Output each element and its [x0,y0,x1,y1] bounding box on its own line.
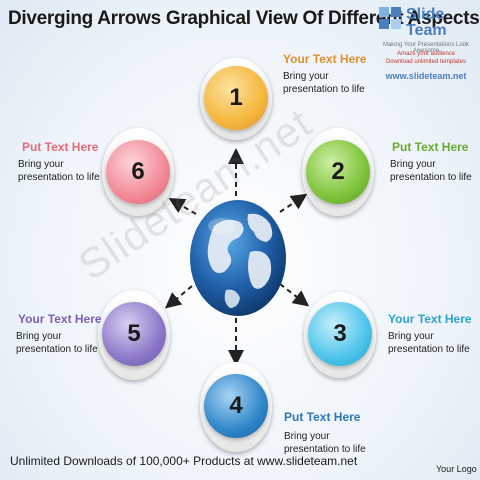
slide-title: Diverging Arrows Graphical View Of Diffe… [8,8,480,29]
node-1-heading: Your Text Here [283,52,367,66]
logo-team-text: Team [406,22,447,39]
arrow-to-2 [279,193,308,213]
node-1-circle: 1 [204,66,268,130]
node-2-heading: Put Text Here [392,140,469,154]
node-1-description: Bring your presentation to life [283,71,365,95]
node-4-number: 4 [229,392,243,419]
footer-logo-placeholder: Your Logo [436,464,477,474]
node-6-number: 6 [131,158,145,185]
node-4-description: Bring your presentation to life [284,431,366,455]
footer-downloads-text: Unlimited Downloads of 100,000+ Products… [10,454,358,468]
node-6-circle: 6 [106,140,170,204]
logo-mark-icon [379,7,401,29]
logo-tagline: Making Your Presentations Look Awesome [382,42,470,54]
node-3-description: Bring your presentation to life [388,331,470,355]
globe-icon [190,200,286,316]
node-3-circle: 3 [308,302,372,366]
node-5-circle: 5 [102,302,166,366]
node-5-description: Bring your presentation to life [16,331,98,355]
logo-amaze-text: Amaze your audience [396,51,456,57]
logo-download-text: Download unlimited templates [385,59,467,65]
node-5-number: 5 [127,320,141,347]
node-6-heading: Put Text Here [22,140,99,154]
node-2-number: 2 [331,158,345,185]
logo-url: www.slideteam.net [385,71,467,81]
node-3-number: 3 [333,320,347,347]
node-3-heading: Your Text Here [388,312,472,326]
node-4-circle: 4 [204,374,268,438]
node-6-description: Bring your presentation to life [18,159,100,183]
arrow-to-5 [164,285,193,309]
logo-slide-text: Slide [406,6,445,23]
node-2-circle: 2 [306,140,370,204]
slideteam-logo: Slide Team Making Your Presentations Loo… [378,4,478,86]
node-4-heading: Put Text Here [284,410,361,424]
node-1-number: 1 [229,84,243,111]
node-2-description: Bring your presentation to life [390,159,472,183]
node-5-heading: Your Text Here [18,312,102,326]
arrow-to-3 [279,283,310,307]
arrow-to-6 [168,197,197,215]
